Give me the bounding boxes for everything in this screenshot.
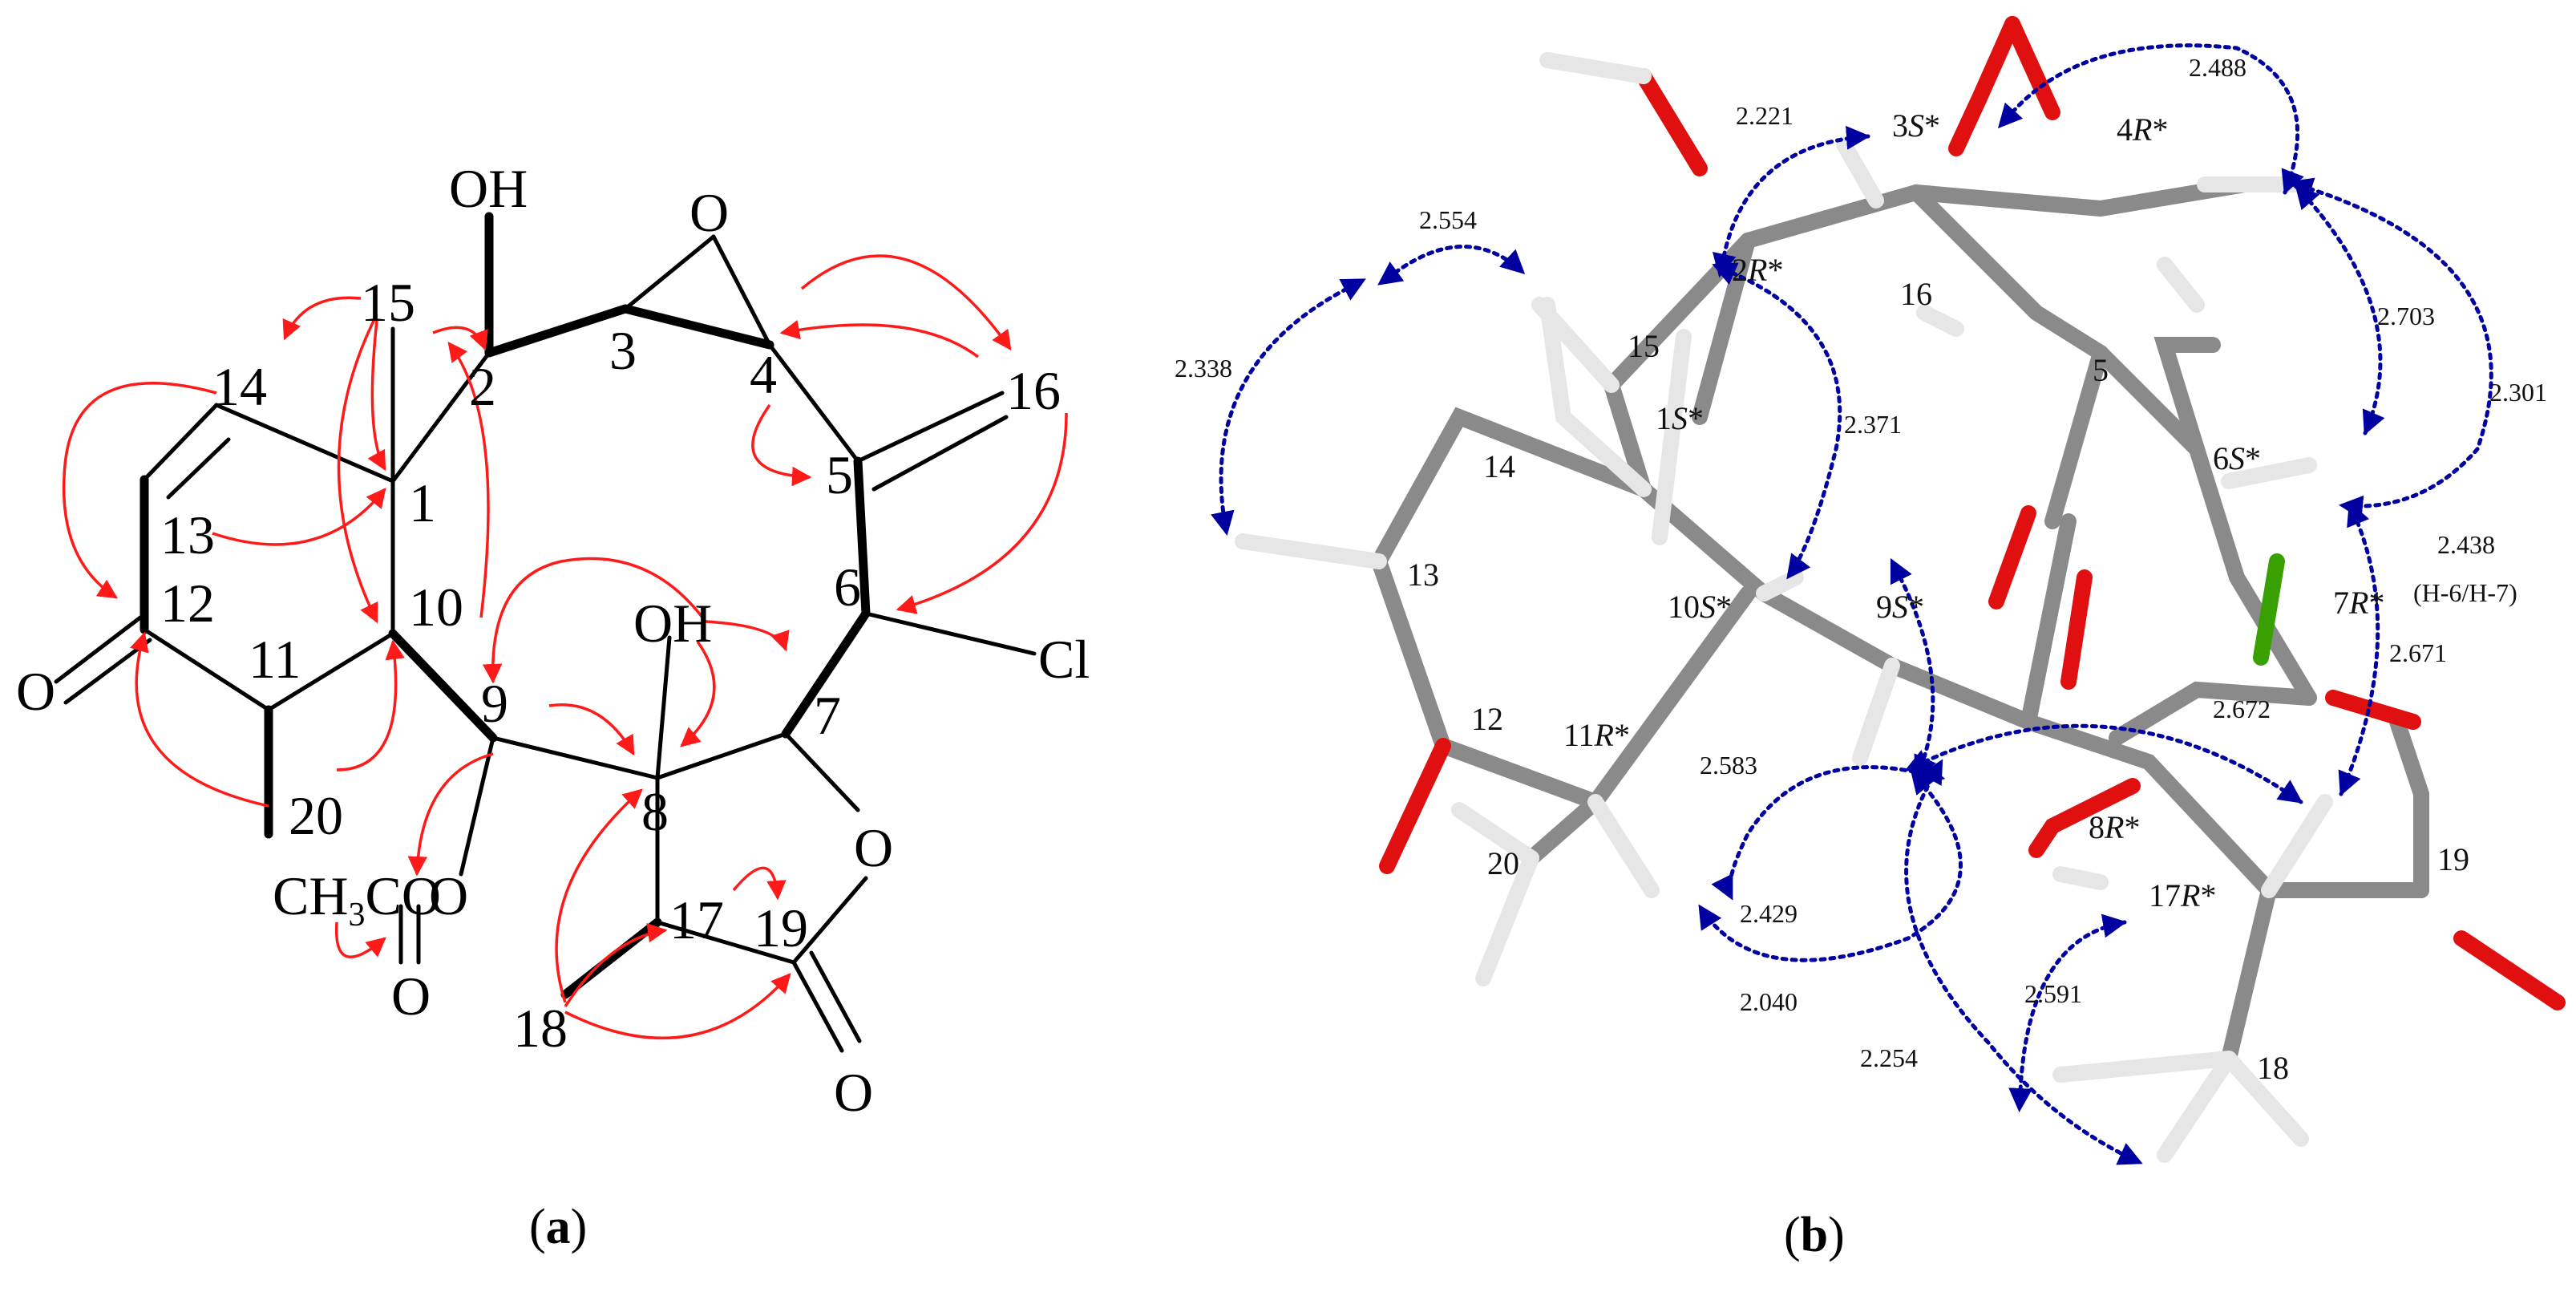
panel-b-chlorine-stick [2253, 553, 2285, 666]
num-16: 16 [1006, 360, 1061, 421]
num-4: 4 [750, 344, 777, 405]
panel-a-structure: OH O OH Cl O O O O CH3CO O 1 2 3 4 5 6 7… [16, 158, 1090, 1254]
num3d-19: 19 [2437, 841, 2469, 877]
num-1: 1 [409, 472, 436, 533]
panel-b-noe-arrows [1211, 43, 2493, 1165]
dist-2371: 2.371 [1844, 410, 1902, 439]
panel-a-atom-labels: OH O OH Cl O O O O CH3CO O [16, 158, 1090, 1123]
dist-2338: 2.338 [1175, 354, 1232, 383]
dist-2438: 2.438 [2437, 530, 2495, 559]
num-14: 14 [212, 356, 267, 417]
num3d-2r: 2R* [1732, 252, 1783, 288]
num-5: 5 [826, 444, 853, 505]
atom-o-lactone: O [834, 1062, 873, 1123]
atom-o-ester: O [429, 865, 468, 926]
dist-2040: 2.040 [1740, 987, 1798, 1016]
num3d-9s: 9S* [1876, 589, 1924, 625]
num-7: 7 [814, 685, 841, 746]
atom-oh-top: OH [449, 158, 528, 219]
num-17: 17 [669, 889, 724, 950]
dist-2254: 2.254 [1860, 1043, 1918, 1072]
atom-o-acetyl: O [391, 966, 431, 1027]
panel-b-oxygen-sticks [1379, 16, 2566, 1011]
num3d-1s: 1S* [1656, 400, 1704, 436]
panel-a-numbers: 1 2 3 4 5 6 7 8 9 10 11 12 13 14 15 16 1… [160, 272, 1061, 1059]
num3d-17r: 17R* [2149, 877, 2216, 913]
num3d-13: 13 [1407, 557, 1439, 593]
num-3: 3 [609, 320, 637, 381]
panel-b-distances: 2.221 2.488 2.554 2.338 2.371 2.703 2.30… [1175, 53, 2547, 1072]
num-12: 12 [160, 573, 215, 634]
num3d-3s: 3S* [1892, 107, 1940, 144]
num-15: 15 [361, 272, 415, 333]
dist-2429: 2.429 [1740, 899, 1798, 928]
caption-b: (b) [1784, 1208, 1845, 1262]
num-18: 18 [513, 998, 568, 1059]
atom-o-epoxide: O [689, 182, 729, 243]
num3d-5: 5 [2093, 352, 2109, 388]
panel-a-bonds [54, 212, 1037, 1053]
dist-2672: 2.672 [2213, 695, 2271, 723]
num3d-12: 12 [1471, 701, 1503, 737]
num-6: 6 [834, 557, 861, 618]
panel-b-numbers: 2R* 3S* 4R* 1S* 15 16 5 14 13 10S* 9S* 6… [1407, 107, 2469, 1086]
atom-ch3co: CH3CO [273, 865, 441, 934]
panel-a-hmbc-arrows [62, 254, 1068, 1039]
num3d-18: 18 [2257, 1050, 2289, 1086]
dist-2221: 2.221 [1736, 101, 1793, 130]
dist-2671: 2.671 [2389, 638, 2447, 667]
atom-o-ring: O [854, 817, 893, 878]
num-9: 9 [481, 673, 508, 734]
num3d-14: 14 [1483, 448, 1515, 484]
num-8: 8 [641, 781, 669, 842]
panel-b-model: 2.221 2.488 2.554 2.338 2.371 2.703 2.30… [1175, 16, 2566, 1262]
num3d-8r: 8R* [2089, 809, 2140, 845]
num3d-7r: 7R* [2333, 585, 2384, 621]
dist-2703: 2.703 [2377, 302, 2435, 330]
num-13: 13 [160, 504, 215, 565]
dist-2488: 2.488 [2189, 53, 2246, 82]
dist-2554: 2.554 [1419, 205, 1477, 234]
num3d-20: 20 [1487, 845, 1519, 881]
num3d-15: 15 [1628, 328, 1660, 364]
num3d-11r: 11R* [1563, 717, 1630, 753]
num3d-4r: 4R* [2117, 111, 2168, 148]
num-11: 11 [249, 629, 301, 690]
atom-cl: Cl [1038, 629, 1090, 690]
dist-2301: 2.301 [2489, 378, 2547, 407]
caption-a: (a) [529, 1200, 587, 1254]
num-20: 20 [289, 785, 343, 846]
num3d-10s: 10S* [1668, 589, 1732, 625]
num-2: 2 [469, 356, 496, 417]
atom-o-ketone: O [16, 661, 55, 722]
dist-h6-h7: (H-6/H-7) [2413, 578, 2517, 607]
dist-2583: 2.583 [1700, 751, 1757, 780]
num-19: 19 [754, 897, 808, 958]
num3d-6s: 6S* [2213, 440, 2261, 476]
atom-oh-mid: OH [633, 593, 712, 654]
dist-2591: 2.591 [2024, 979, 2082, 1008]
num-10: 10 [409, 577, 463, 638]
num3d-16: 16 [1900, 276, 1932, 312]
